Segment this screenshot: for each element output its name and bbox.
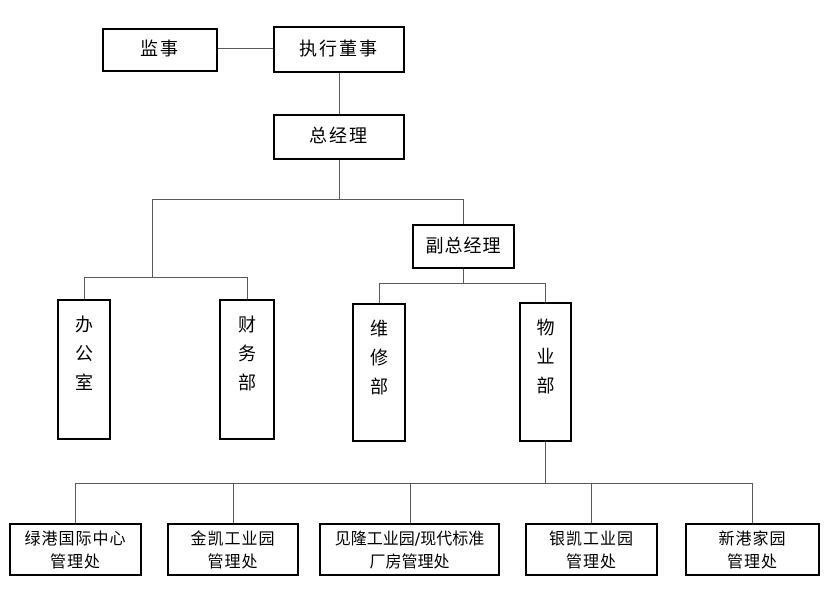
- connector-bottom-horizontal: [75, 483, 753, 484]
- connector-executive-gm: [339, 73, 340, 114]
- node-office: 办 公 室: [57, 299, 111, 440]
- connector-gm-branch-horizontal: [152, 199, 464, 200]
- node-lvgang-management-office: 绿港国际中心 管理处: [9, 523, 142, 576]
- node-label-line1: 金凯工业园: [190, 528, 276, 548]
- node-label-line1: 见隆工业园/现代标准: [334, 528, 485, 548]
- node-property-dept: 物 业 部: [519, 302, 572, 442]
- connector-drop-jinkai: [233, 483, 234, 523]
- node-finance-dept: 财 务 部: [219, 299, 275, 440]
- node-label-line2: 厂房管理处: [369, 551, 450, 571]
- node-executive-director: 执行董事: [273, 26, 405, 73]
- connector-deputy-gm-drop: [463, 269, 464, 283]
- node-label-line2: 管理处: [207, 551, 259, 571]
- connector-drop-deputy-gm: [463, 199, 464, 224]
- connector-drop-office: [84, 277, 85, 299]
- node-jinkai-management-office: 金凯工业园 管理处: [167, 523, 299, 576]
- node-jianlong-management-office: 见隆工业园/现代标准 厂房管理处: [319, 523, 500, 576]
- connector-drop-xingang: [752, 483, 753, 523]
- node-label-line1: 新港家园: [718, 528, 787, 548]
- connector-drop-yinkai: [591, 483, 592, 523]
- connector-right-horizontal: [379, 283, 546, 284]
- connector-property-drop: [545, 442, 546, 483]
- node-label-line1: 绿港国际中心: [24, 528, 127, 548]
- connector-drop-jianlong: [410, 483, 411, 523]
- node-label-line2: 管理处: [726, 551, 778, 571]
- node-yinkai-management-office: 银凯工业园 管理处: [525, 523, 658, 576]
- node-maintenance-dept: 维 修 部: [352, 303, 406, 442]
- node-supervisor: 监事: [102, 28, 218, 72]
- connector-drop-lvgang: [75, 483, 76, 523]
- connector-supervisor-executive: [218, 48, 273, 49]
- connector-left-branch-drop: [152, 199, 153, 277]
- node-label-line2: 管理处: [49, 551, 101, 571]
- connector-gm-drop: [339, 160, 340, 200]
- node-label-line1: 银凯工业园: [548, 528, 634, 548]
- node-label-line2: 管理处: [565, 551, 617, 571]
- node-deputy-general-manager: 副总经理: [412, 224, 515, 269]
- connector-drop-property: [545, 283, 546, 302]
- connector-left-horizontal: [84, 277, 248, 278]
- node-xingang-management-office: 新港家园 管理处: [685, 523, 820, 576]
- connector-drop-finance: [247, 277, 248, 299]
- connector-drop-maintenance: [379, 283, 380, 303]
- node-general-manager: 总经理: [273, 114, 405, 160]
